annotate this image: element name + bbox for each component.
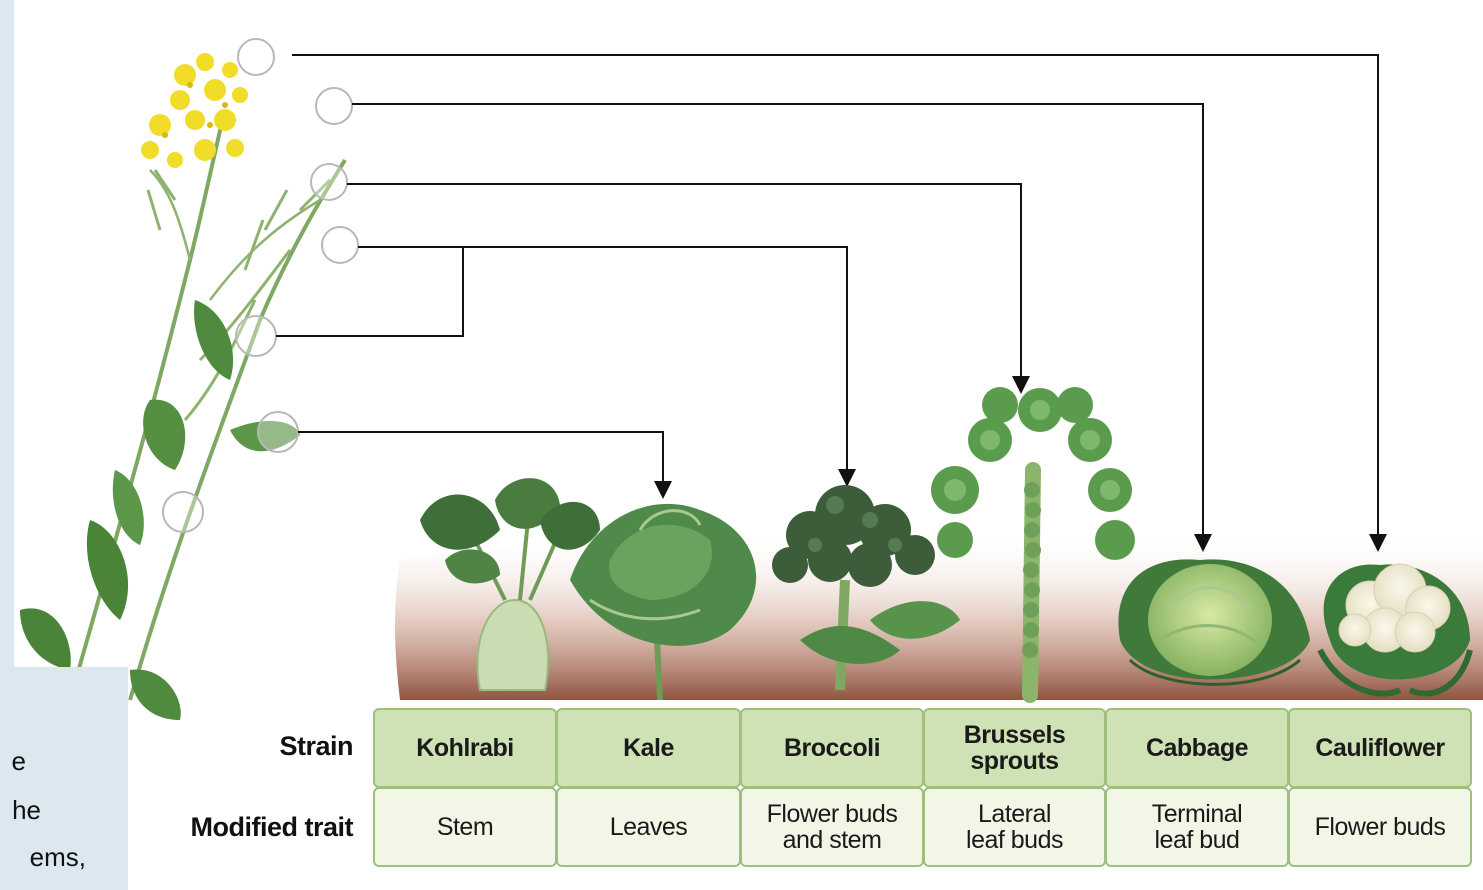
strain-cell-cauliflower: Cauliflower: [1288, 708, 1472, 788]
trait-cell-brussels-sprouts: Lateral leaf buds: [923, 787, 1106, 867]
strain-cell-broccoli: Broccoli: [740, 708, 924, 788]
note-line-1: e: [12, 746, 26, 777]
trait-cell-kale: Leaves: [556, 787, 741, 867]
flower-bud-circle: [238, 39, 274, 75]
trait-cell-cabbage: Terminal leaf bud: [1105, 787, 1289, 867]
trait-row-label: Modified trait: [191, 812, 354, 843]
trait-cell-kohlrabi: Stem: [373, 787, 557, 867]
trait-cell-cauliflower: Flower buds: [1288, 787, 1472, 867]
strain-cell-cabbage: Cabbage: [1105, 708, 1289, 788]
side-note-box: e he ems,: [0, 667, 128, 890]
strain-cell-kohlrabi: Kohlrabi: [373, 708, 557, 788]
note-line-2: he: [12, 795, 41, 826]
trait-cell-broccoli: Flower buds and stem: [740, 787, 924, 867]
connector-cauliflower: [292, 55, 1378, 543]
strain-cell-kale: Kale: [556, 708, 741, 788]
strain-row-label: Strain: [279, 731, 353, 762]
connector-lines: [276, 55, 1378, 543]
strain-cell-brussels-sprouts: Brussels sprouts: [923, 708, 1106, 788]
connector-kale: [298, 432, 663, 490]
leaf-circle: [258, 412, 298, 452]
connector-stem-join: [276, 247, 463, 336]
connector-broccoli: [358, 247, 847, 478]
flower-bud-stem-circle: [322, 227, 358, 263]
connector-brussels: [347, 184, 1021, 385]
lateral-bud-circle: [311, 164, 347, 200]
terminal-bud-circle: [316, 88, 352, 124]
wild-mustard-plant-icon: [20, 53, 345, 720]
connector-cabbage: [352, 104, 1203, 543]
stem-circle: [236, 316, 276, 356]
lower-stem-circle: [163, 492, 203, 532]
note-line-3: ems,: [30, 842, 86, 873]
